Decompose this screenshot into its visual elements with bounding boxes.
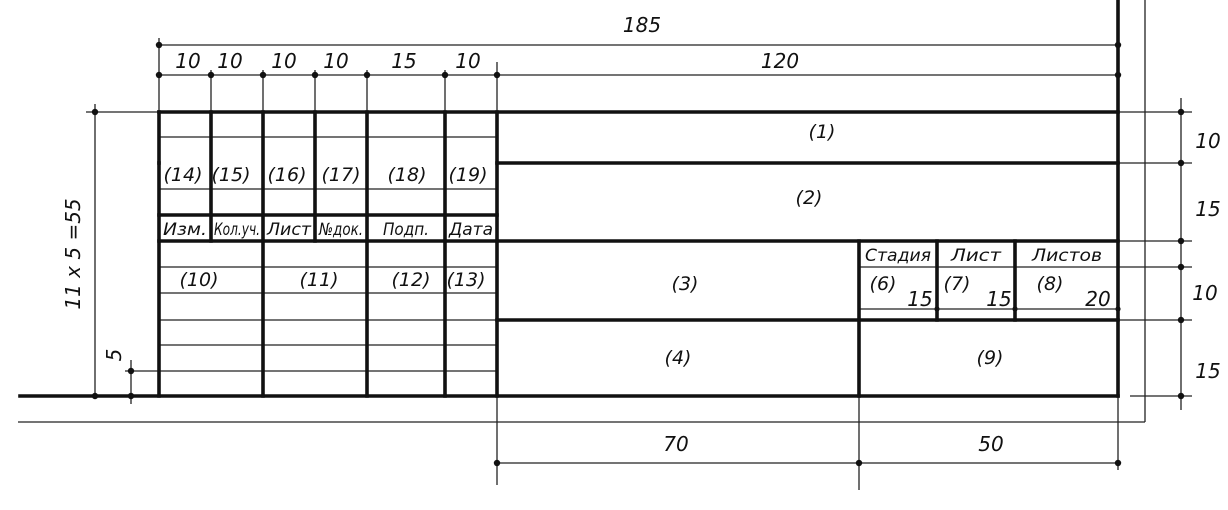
dim-height-4: 15 xyxy=(1195,359,1220,383)
stage-number-8: (8) xyxy=(1037,273,1064,295)
dim-height-2: 15 xyxy=(1195,197,1220,221)
dim-col-3: 10 xyxy=(271,49,296,73)
field-9: (9) xyxy=(977,347,1004,369)
col-number-15: (15) xyxy=(211,164,250,186)
dim-left-height: 11 x 5 =55 xyxy=(61,198,85,309)
header-n-dok: №док. xyxy=(318,220,363,240)
col-number-12: (12) xyxy=(391,269,430,291)
table-thin-lines xyxy=(159,136,1118,372)
header-izm: Изм. xyxy=(163,220,207,240)
dimension-lines xyxy=(94,44,1182,464)
field-2: (2) xyxy=(796,187,823,209)
dim-col-6: 10 xyxy=(455,49,480,73)
header-stadiya: Стадия xyxy=(865,246,931,266)
dim-col-4: 10 xyxy=(323,49,348,73)
stage-width-20: 20 xyxy=(1085,287,1110,311)
table-thick-lines xyxy=(18,0,1120,398)
header-list-2: Лист xyxy=(950,246,1002,266)
dim-col-5: 15 xyxy=(391,49,416,73)
dim-row-height: 5 xyxy=(102,349,126,362)
dim-bottom-left: 70 xyxy=(663,432,688,456)
col-number-13: (13) xyxy=(446,269,485,291)
dimension-dots xyxy=(91,41,1185,467)
dim-right-width: 120 xyxy=(761,49,799,73)
stage-number-6: (6) xyxy=(870,273,897,295)
col-number-18: (18) xyxy=(387,164,426,186)
col-number-10: (10) xyxy=(179,269,218,291)
field-4: (4) xyxy=(665,347,692,369)
col-number-16: (16) xyxy=(267,164,306,186)
col-number-19: (19) xyxy=(448,164,487,186)
header-data: Дата xyxy=(448,220,493,240)
stage-width-15-b: 15 xyxy=(986,287,1011,311)
col-number-11: (11) xyxy=(299,269,338,291)
col-number-14: (14) xyxy=(163,164,202,186)
dim-height-1: 10 xyxy=(1195,129,1220,153)
stage-number-7: (7) xyxy=(944,273,971,295)
header-list: Лист xyxy=(266,220,312,240)
header-kol-uch: Кол.уч. xyxy=(214,220,260,240)
field-3: (3) xyxy=(672,273,699,295)
dim-col-2: 10 xyxy=(217,49,242,73)
header-podp: Подп. xyxy=(383,220,429,240)
field-1: (1) xyxy=(809,121,836,143)
dim-total-width: 185 xyxy=(623,13,661,37)
stage-width-15-a: 15 xyxy=(907,287,932,311)
col-number-17: (17) xyxy=(321,164,360,186)
dim-bottom-right: 50 xyxy=(978,432,1003,456)
header-listov: Листов xyxy=(1031,246,1102,266)
dim-height-3: 10 xyxy=(1192,281,1217,305)
dim-col-1: 10 xyxy=(175,49,200,73)
